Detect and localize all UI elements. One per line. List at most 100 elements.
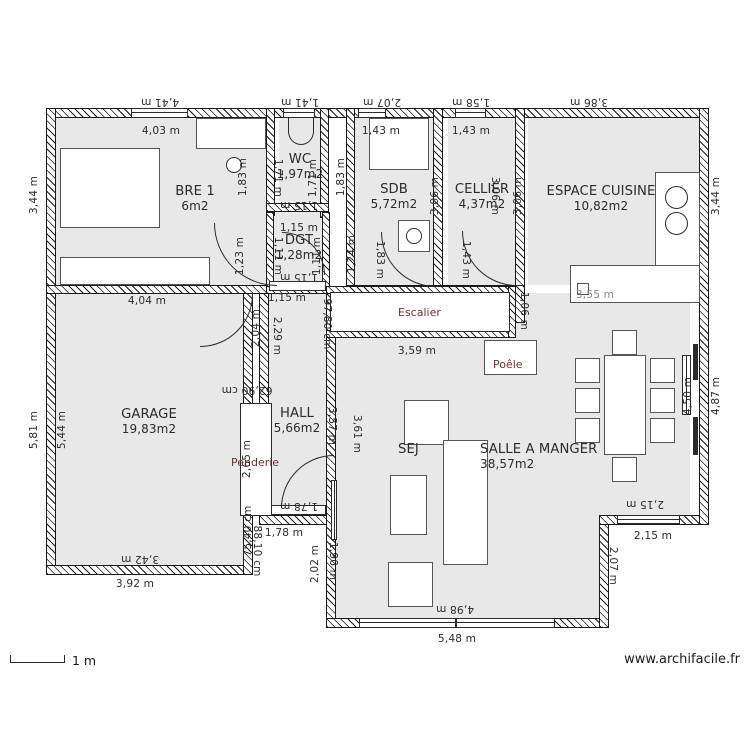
- dim-top-207: 2,07 m: [362, 96, 402, 108]
- dim-190: 1,90 m: [327, 541, 339, 581]
- dining-chair-left-1: [575, 358, 600, 383]
- dim-115d: 1,15 m: [267, 292, 307, 304]
- room-label-chambre1: BRE 1 6m2: [150, 184, 240, 213]
- hob-burner-top: [665, 186, 688, 209]
- dim-top-441: 4,41 m: [140, 96, 180, 108]
- window-sam-right-sill: [686, 355, 688, 415]
- room-area-garage: 19,83m2: [121, 421, 177, 436]
- room-area-wc: 1,97m2: [276, 166, 324, 181]
- dim-183a: 1,83 m: [237, 157, 249, 197]
- window-chambre1-sill: [131, 112, 188, 114]
- dim-9780: 97,80 cm: [321, 298, 333, 350]
- dim-left-544: 5,44 m: [56, 410, 68, 450]
- dim-left-344: 3,44 m: [28, 175, 40, 215]
- counter-cuisine-bottom: [570, 265, 700, 303]
- dim-right-487: 4,87 m: [710, 376, 722, 416]
- wall-wc-bottom: [266, 203, 329, 212]
- dim-183c: 1,83 m: [374, 240, 386, 280]
- dim-183b: 1,83 m: [335, 157, 347, 197]
- poele-stove: [484, 340, 537, 375]
- dim-306b: 3,06 m: [489, 176, 501, 216]
- shutter-sam-right-upper: [693, 344, 698, 380]
- window-cellier-sill: [455, 112, 486, 114]
- room-area-chambre1: 6m2: [181, 198, 209, 213]
- wall-right: [699, 108, 709, 525]
- room-name-salle-a-manger: SALLE A MANGER: [480, 442, 598, 457]
- dim-178a: 1,78 m: [279, 500, 319, 512]
- feature-label-escalier: Escalier: [398, 306, 441, 319]
- dim-115a: 1,15 m: [279, 199, 319, 211]
- basin-sdb: [406, 228, 422, 244]
- dim-inner-403: 4,03 m: [141, 125, 181, 137]
- dim-355: 3,55 m: [575, 289, 615, 301]
- dim-357: 3,57 m: [326, 406, 338, 446]
- dim-106: 1,06 m: [518, 291, 530, 331]
- dining-table: [604, 355, 646, 455]
- dim-306c: 3,06 m: [512, 176, 524, 216]
- room-area-salle-a-manger: 38,57m2: [480, 456, 535, 471]
- dim-bottom-548: 5,48 m: [437, 633, 477, 645]
- patio-door-sejour-sill: [359, 622, 555, 624]
- patio-door-mullion: [455, 618, 457, 628]
- dim-bottom-215: 2,15 m: [633, 530, 673, 542]
- scale-bar-label: 1 m: [72, 653, 97, 668]
- feature-label-penderie: Penderie: [231, 456, 280, 469]
- wall-hall-bottom: [259, 515, 336, 525]
- dim-404: 4,04 m: [127, 295, 167, 307]
- dim-342: 3,42 m: [120, 553, 160, 565]
- room-area-dgt: 1,28m2: [275, 247, 323, 262]
- room-label-cellier: CELLIER 4,37m2: [442, 182, 522, 211]
- dim-204: 2,04 m: [250, 308, 262, 348]
- dim-115c: 1,15 m: [279, 271, 319, 283]
- room-name-garage: GARAGE: [121, 407, 177, 422]
- dim-265: 2,65 m: [241, 439, 253, 479]
- armchair-sejour-2: [388, 562, 433, 607]
- room-name-sejour: SEJ: [398, 442, 419, 457]
- dim-top-158: 1,58 m: [451, 96, 491, 108]
- dim-right-344: 3,44 m: [710, 176, 722, 216]
- shutter-sam-right-lower: [693, 417, 698, 455]
- room-name-wc: WC: [288, 152, 312, 167]
- escalier-block: [330, 292, 510, 332]
- dim-bottom-392: 3,92 m: [115, 578, 155, 590]
- dim-171b: 1,71 m: [307, 158, 319, 198]
- room-area-cuisine: 10,82m2: [573, 198, 629, 213]
- room-label-dgt: DGT 1,28m2: [263, 233, 335, 262]
- dim-right-450: 4,50 m: [682, 376, 694, 416]
- wardrobe-chambre1: [60, 257, 210, 285]
- dim-143c: 1,43 m: [460, 240, 472, 280]
- dim-left-581: 5,81 m: [28, 410, 40, 450]
- room-label-sejour: SEJ: [398, 442, 448, 458]
- room-name-chambre1: BRE 1: [175, 184, 215, 199]
- bed-chambre1: [60, 148, 160, 228]
- room-area-hall: 5,66m2: [273, 420, 321, 435]
- penderie-closet: [240, 403, 272, 516]
- dim-123: 1,23 m: [234, 236, 246, 276]
- window-sam-bottom-sill: [617, 519, 680, 521]
- desk-chambre1: [196, 118, 266, 149]
- room-label-cuisine: ESPACE CUISINE 10,82m2: [526, 184, 676, 213]
- wall-left: [46, 108, 56, 575]
- scale-bar: [10, 655, 65, 663]
- dining-chair-right-3: [650, 418, 675, 443]
- dining-chair-right-2: [650, 388, 675, 413]
- dining-chair-right-1: [650, 358, 675, 383]
- dim-top-386: 3,86 m: [569, 96, 609, 108]
- dim-171a: 1,71 m: [272, 158, 284, 198]
- window-sdb-sill: [358, 112, 386, 114]
- room-area-sdb: 5,72m2: [370, 196, 418, 211]
- dining-chair-left-2: [575, 388, 600, 413]
- coffee-table-sejour: [390, 475, 427, 535]
- vanity-sdb: [398, 220, 430, 252]
- dim-229: 2,29 m: [271, 316, 283, 356]
- dim-498: 4,98 m: [435, 603, 475, 615]
- room-name-cuisine: ESPACE CUISINE: [546, 184, 656, 199]
- dim-361: 3,61 m: [351, 414, 363, 454]
- bathtub-sdb: [369, 118, 429, 170]
- dim-6290: 62,90 cm: [221, 384, 273, 396]
- dining-chair-bottom: [612, 457, 637, 482]
- dim-115b: 1,15 m: [279, 222, 319, 234]
- room-name-dgt: DGT: [284, 233, 314, 248]
- room-name-sdb: SDB: [380, 182, 408, 197]
